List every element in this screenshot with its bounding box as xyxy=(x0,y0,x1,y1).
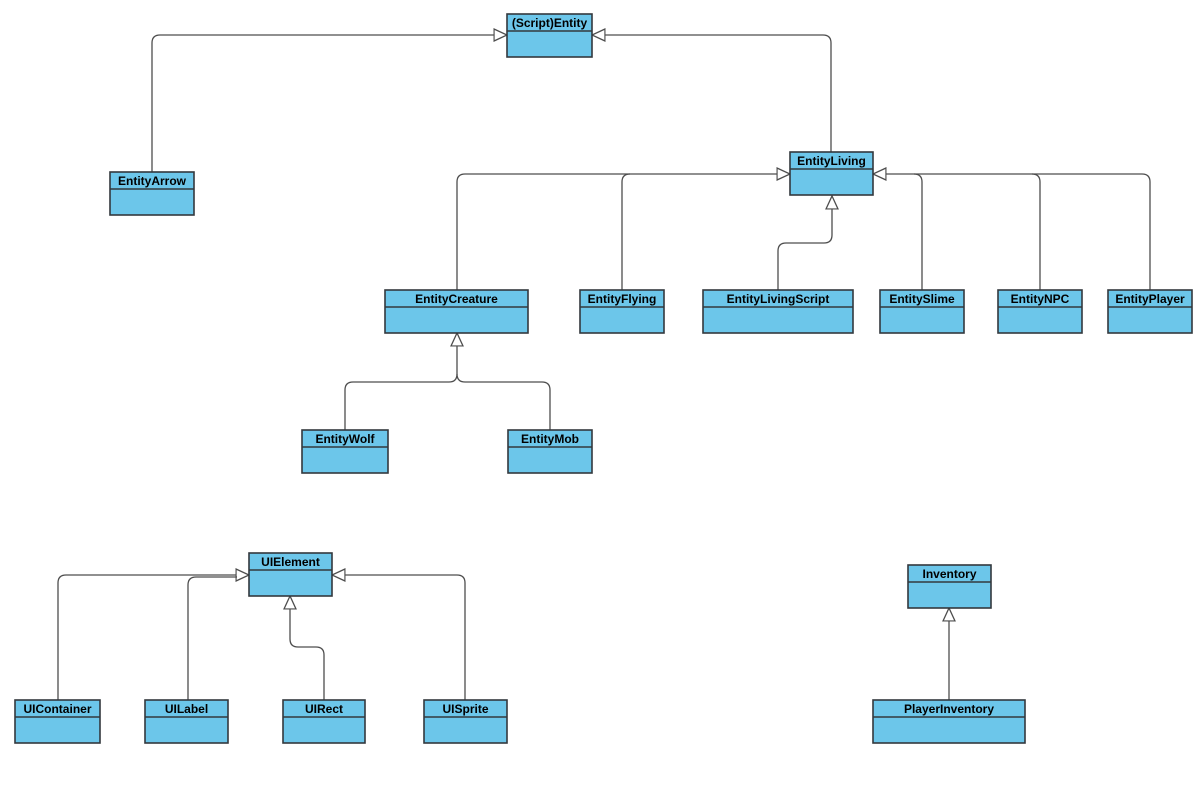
class-box[interactable] xyxy=(144,699,229,744)
class-node-inventory[interactable]: Inventory xyxy=(907,564,992,609)
class-title-label: EntityCreature xyxy=(415,292,498,306)
class-node-entitywolf[interactable]: EntityWolf xyxy=(301,429,389,474)
class-title-label: EntitySlime xyxy=(889,292,955,306)
class-box[interactable] xyxy=(579,289,665,334)
class-title-label: EntityMob xyxy=(521,432,579,446)
edge-uilabel-to-uielement[interactable] xyxy=(187,576,237,700)
class-title-label: UIRect xyxy=(305,702,343,716)
edge-entitywolf-to-entitycreature[interactable] xyxy=(344,346,457,430)
class-node-uilabel[interactable]: UILabel xyxy=(144,699,229,744)
class-node-entitymob[interactable]: EntityMob xyxy=(507,429,593,474)
class-box[interactable] xyxy=(282,699,366,744)
class-node-scriptentity[interactable]: (Script)Entity xyxy=(506,13,593,58)
class-box[interactable] xyxy=(1107,289,1193,334)
class-box[interactable] xyxy=(14,699,101,744)
class-node-entityarrow[interactable]: EntityArrow xyxy=(109,171,195,216)
class-title-label: UILabel xyxy=(165,702,208,716)
edges-layer xyxy=(57,35,1151,700)
edge-uisprite-to-uielement[interactable] xyxy=(345,575,466,700)
edge-entityplayer-to-entityliving[interactable] xyxy=(886,174,1151,290)
class-box[interactable] xyxy=(789,151,874,196)
class-title-label: UIContainer xyxy=(23,702,91,716)
edge-entitycreature-to-entityliving[interactable] xyxy=(456,174,777,290)
class-title-label: (Script)Entity xyxy=(512,16,588,30)
class-box[interactable] xyxy=(702,289,854,334)
class-node-uicontainer[interactable]: UIContainer xyxy=(14,699,101,744)
class-box[interactable] xyxy=(506,13,593,58)
edge-entitylivingscript-to-entityliving[interactable] xyxy=(777,209,832,290)
class-box[interactable] xyxy=(109,171,195,216)
class-node-entitycreature[interactable]: EntityCreature xyxy=(384,289,529,334)
class-title-label: UISprite xyxy=(442,702,488,716)
class-title-label: EntityWolf xyxy=(315,432,375,446)
class-title-label: EntityFlying xyxy=(588,292,657,306)
class-title-label: EntityArrow xyxy=(118,174,187,188)
class-node-playerinventory[interactable]: PlayerInventory xyxy=(872,699,1026,744)
class-box[interactable] xyxy=(301,429,389,474)
edge-entitymob-to-entitycreature[interactable] xyxy=(456,373,551,430)
class-node-entityslime[interactable]: EntitySlime xyxy=(879,289,965,334)
class-box[interactable] xyxy=(997,289,1083,334)
class-title-label: UIElement xyxy=(261,555,320,569)
class-title-label: PlayerInventory xyxy=(904,702,994,716)
edge-entityflying-to-entityliving[interactable] xyxy=(621,173,631,290)
class-node-entityliving[interactable]: EntityLiving xyxy=(789,151,874,196)
class-node-uielement[interactable]: UIElement xyxy=(248,552,333,597)
class-node-entitylivingscript[interactable]: EntityLivingScript xyxy=(702,289,854,334)
edge-entityarrow-to-scriptentity[interactable] xyxy=(151,35,494,172)
class-node-uisprite[interactable]: UISprite xyxy=(423,699,508,744)
class-title-label: EntityLiving xyxy=(797,154,866,168)
class-box[interactable] xyxy=(248,552,333,597)
class-box[interactable] xyxy=(879,289,965,334)
edge-entityliving-to-scriptentity[interactable] xyxy=(605,35,832,152)
edge-uirect-to-uielement[interactable] xyxy=(290,609,325,700)
class-node-entityplayer[interactable]: EntityPlayer xyxy=(1107,289,1193,334)
class-box[interactable] xyxy=(872,699,1026,744)
class-title-label: EntityNPC xyxy=(1011,292,1070,306)
edge-uicontainer-to-uielement[interactable] xyxy=(57,575,236,700)
edge-entityslime-to-entityliving[interactable] xyxy=(913,173,923,290)
class-box[interactable] xyxy=(423,699,508,744)
class-title-label: Inventory xyxy=(922,567,976,581)
class-title-label: EntityPlayer xyxy=(1115,292,1185,306)
class-box[interactable] xyxy=(907,564,992,609)
class-node-entitynpc[interactable]: EntityNPC xyxy=(997,289,1083,334)
class-box[interactable] xyxy=(384,289,529,334)
class-node-entityflying[interactable]: EntityFlying xyxy=(579,289,665,334)
class-node-uirect[interactable]: UIRect xyxy=(282,699,366,744)
edge-entitynpc-to-entityliving[interactable] xyxy=(1031,173,1041,290)
class-title-label: EntityLivingScript xyxy=(727,292,830,306)
class-box[interactable] xyxy=(507,429,593,474)
